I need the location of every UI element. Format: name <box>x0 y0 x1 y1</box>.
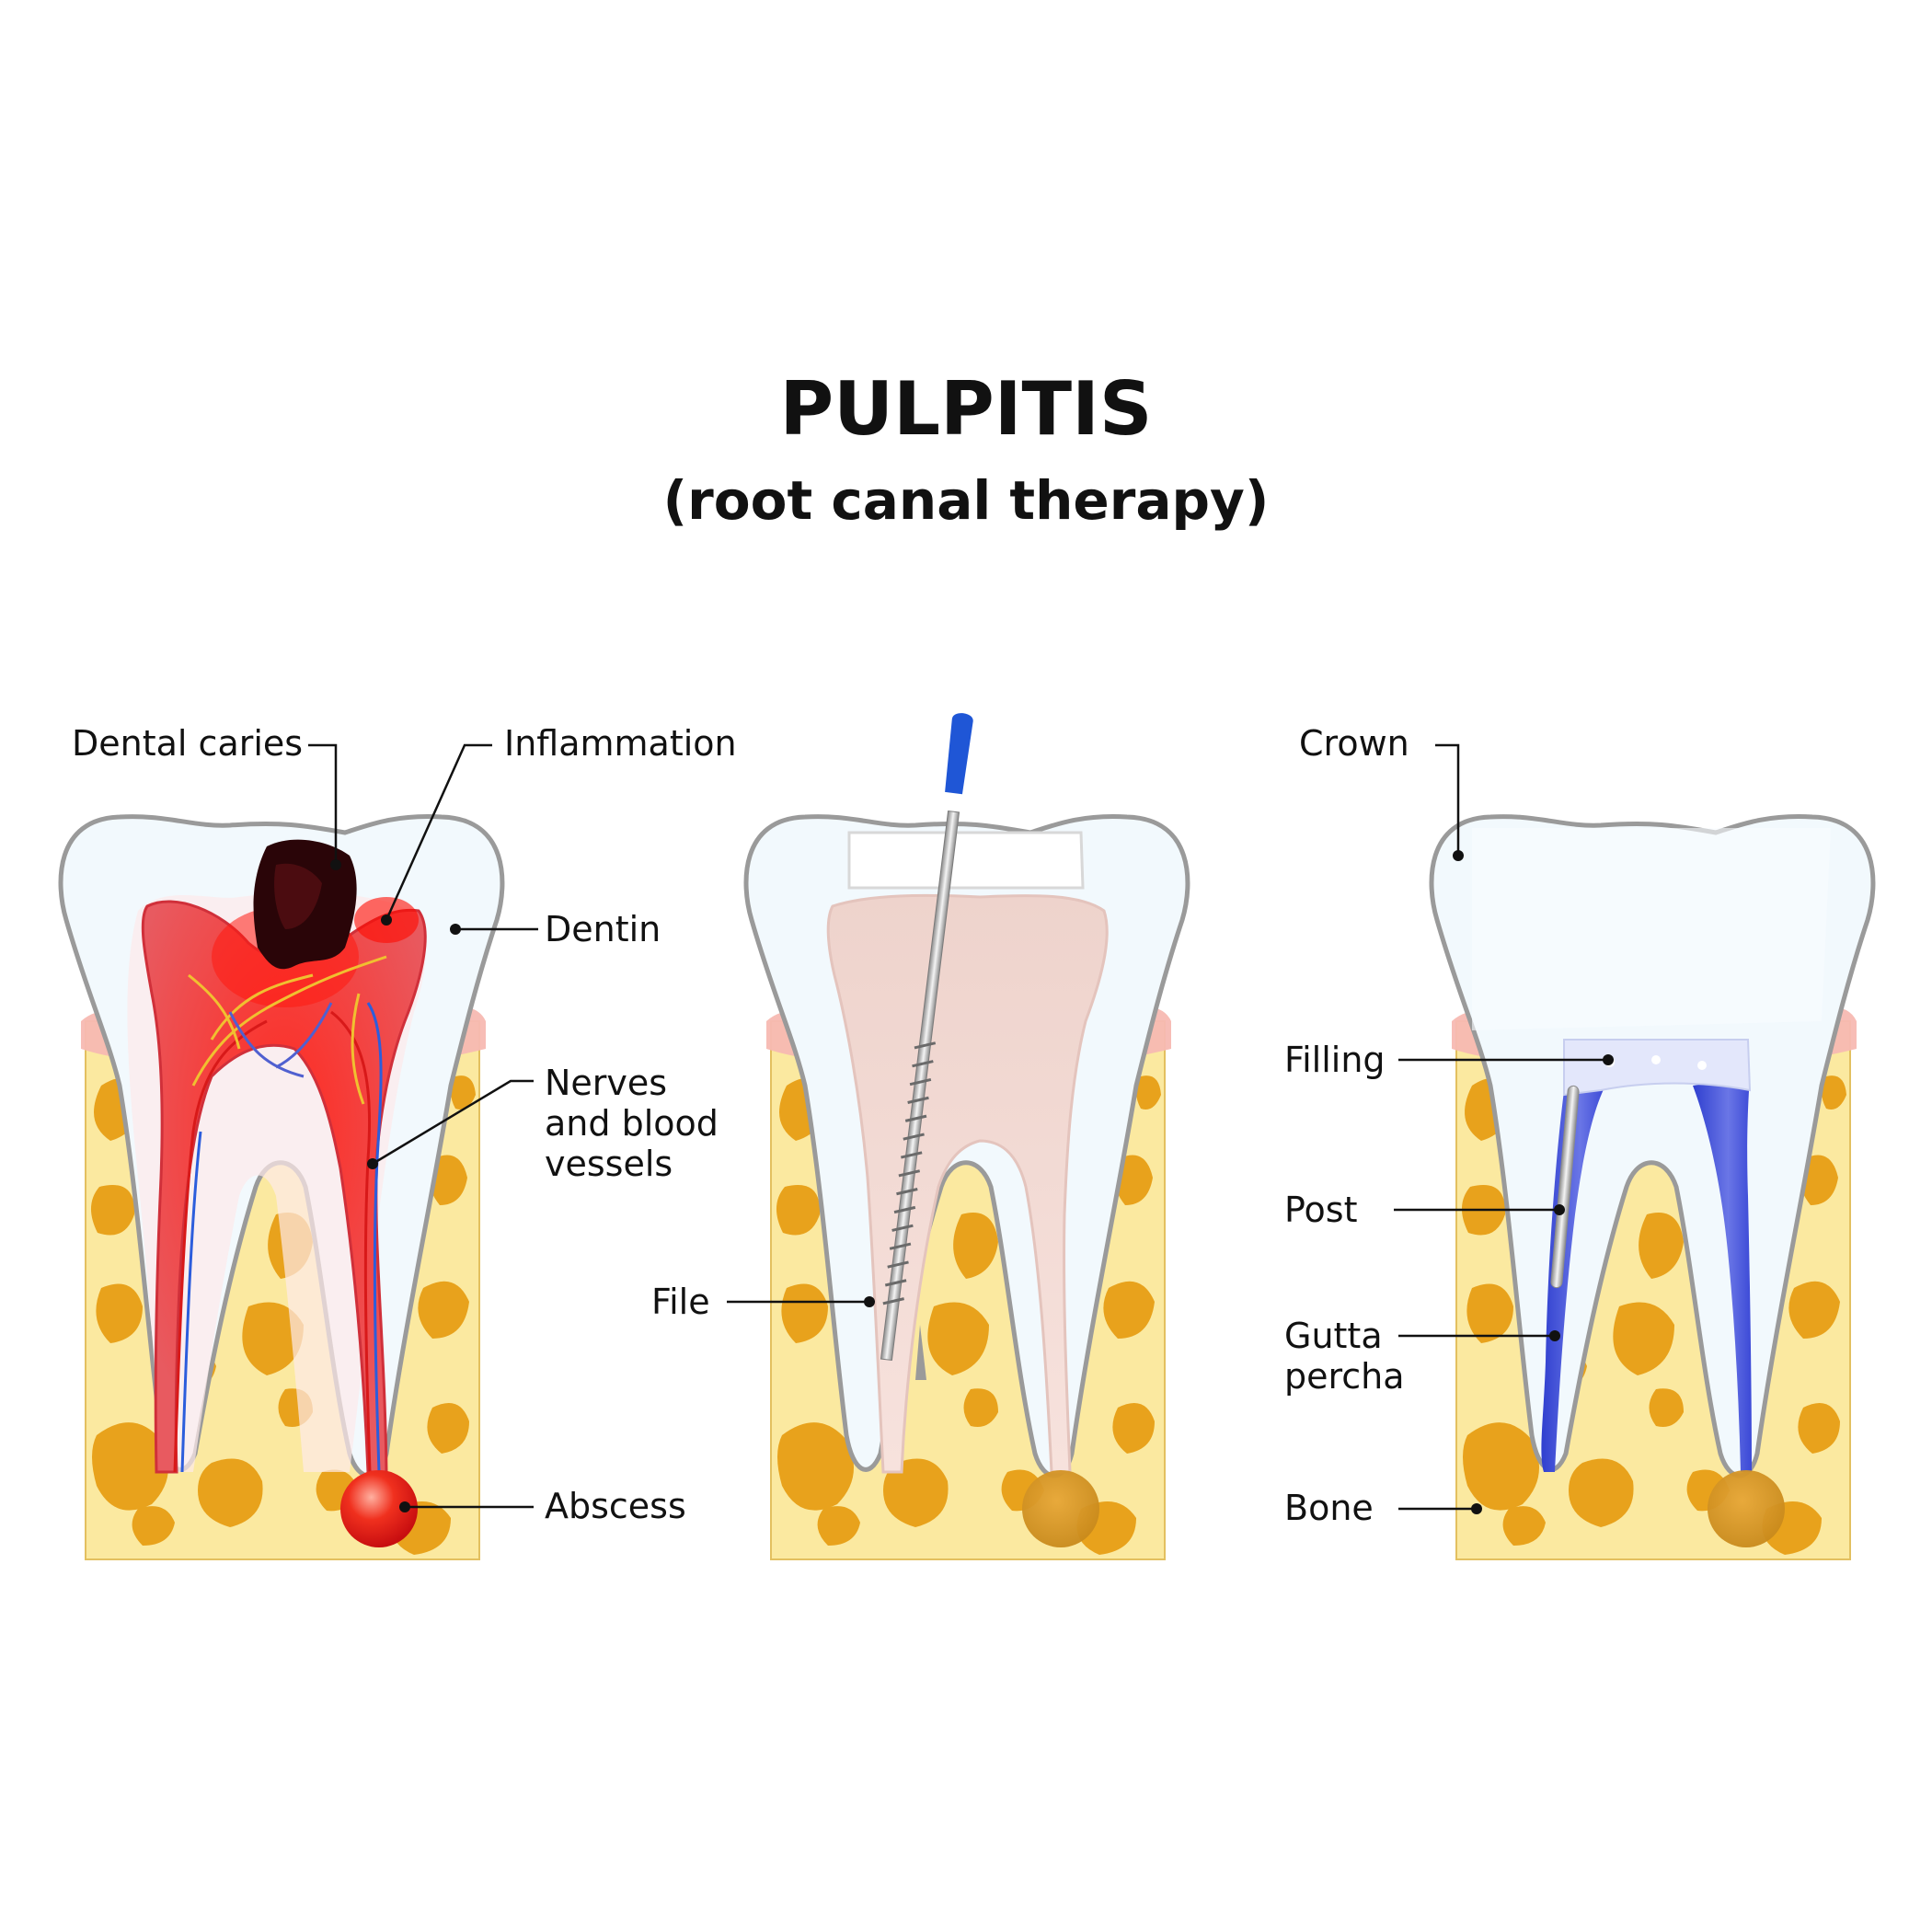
label-crown: Crown <box>1299 723 1409 764</box>
tooth-file <box>746 713 1188 1560</box>
leader-lines <box>308 743 1608 1511</box>
label-abscess: Abscess <box>545 1486 686 1526</box>
label-post: Post <box>1284 1190 1358 1230</box>
label-gutta-percha: Gutta percha <box>1284 1316 1405 1397</box>
filling-mark <box>1563 1039 1752 1097</box>
label-file: File <box>651 1282 710 1322</box>
label-filling: Filling <box>1284 1040 1386 1080</box>
label-dentin: Dentin <box>545 909 661 949</box>
label-nerves-and-blood-vessels: Nerves and blood vessels <box>545 1063 719 1184</box>
diagram-subtitle: (root canal therapy) <box>662 469 1270 532</box>
gutta-percha-canals <box>1541 1076 1605 1472</box>
tooth-restored <box>1432 817 1873 1560</box>
label-bone: Bone <box>1284 1488 1374 1528</box>
abscess-mark <box>340 1470 418 1547</box>
diagram-title: PULPITIS <box>779 366 1153 452</box>
endodontic-file <box>880 713 973 1380</box>
tooth-pulpitis <box>61 817 502 1560</box>
post-mark <box>1550 1085 1580 1289</box>
label-inflammation: Inflammation <box>504 723 737 764</box>
label-dental-caries: Dental caries <box>72 723 304 764</box>
leader-dots <box>330 850 1614 1514</box>
